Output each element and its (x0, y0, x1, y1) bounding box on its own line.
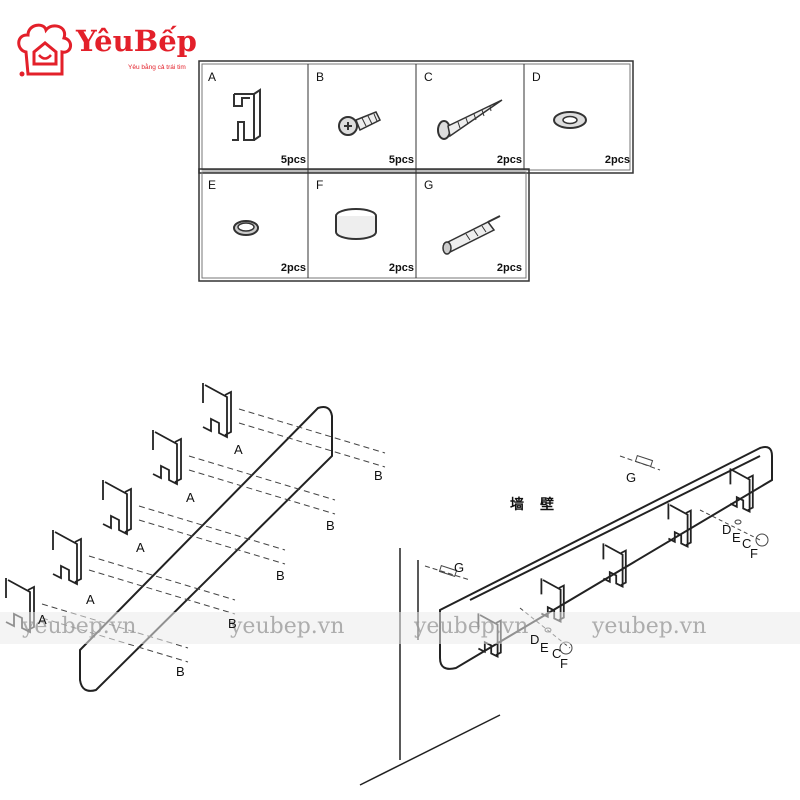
hook-drawing (729, 468, 754, 514)
label-anchor-g-2: G (454, 560, 465, 575)
alignment-line (138, 519, 286, 565)
label-screw-b-5: B (176, 664, 185, 679)
wood-screw-icon (437, 99, 503, 140)
label-e-2: E (540, 640, 549, 655)
label-hook-a-4: A (86, 592, 95, 607)
hook-drawing (602, 543, 627, 589)
alignment-line (238, 408, 386, 454)
chef-hat-house-icon (17, 23, 72, 77)
watermark-text: yeubep.vn (22, 614, 137, 639)
brand-logo: YêuBếp Yêu bằng cả trái tim (14, 22, 204, 82)
wall-label: 墙壁 (510, 496, 570, 512)
watermark-text: yeubep.vn (414, 614, 529, 639)
brand-name: YêuBếp (76, 24, 197, 58)
alignment-line (138, 505, 286, 551)
label-hook-a-2: A (186, 490, 195, 505)
hook-drawing (52, 530, 82, 586)
label-hook-a-3: A (136, 540, 145, 555)
label-e-1: E (732, 530, 741, 545)
brand-tagline: Yêu bằng cả trái tim (128, 64, 186, 71)
watermark-text: yeubep.vn (592, 614, 707, 639)
label-d-1: D (722, 522, 732, 537)
label-d-2: D (530, 632, 540, 647)
label-anchor-g-1: G (626, 470, 637, 485)
cap-ring-icon (335, 208, 377, 240)
watermark-text: yeubep.vn (230, 614, 345, 639)
flat-washer-icon (553, 111, 587, 129)
left-rail-board (79, 406, 333, 692)
label-hook-a-1: A (234, 442, 243, 457)
alignment-line (238, 422, 386, 468)
label-screw-b-2: B (326, 518, 335, 533)
hook-drawing (102, 480, 132, 536)
hook-icon (232, 88, 261, 141)
alignment-line (188, 469, 336, 515)
right-wall (359, 548, 501, 786)
label-hook-a-5: A (38, 612, 47, 627)
hook-drawing (202, 383, 232, 439)
parts-grid-lines (198, 60, 634, 282)
hook-drawing (152, 430, 182, 486)
label-f-2: F (560, 656, 568, 671)
alignment-line (88, 555, 236, 601)
label-screw-b-3: B (276, 568, 285, 583)
alignment-line (88, 569, 236, 615)
wall-anchor-icon (442, 215, 501, 255)
alignment-line (188, 455, 336, 501)
label-c-1: C (742, 536, 752, 551)
hook-drawing (667, 503, 692, 549)
watermark-band: yeubep.vn yeubep.vn yeubep.vn yeubep.vn (0, 612, 800, 644)
left-hooks (5, 383, 232, 634)
label-f-1: F (750, 546, 758, 561)
ring-washer-icon (233, 220, 259, 236)
alignment-line (41, 603, 189, 649)
label-screw-b-1: B (374, 468, 383, 483)
label-c-2: C (552, 646, 562, 661)
right-rail-board (439, 446, 773, 670)
short-screw-icon (338, 111, 382, 136)
label-screw-b-4: B (228, 616, 237, 631)
